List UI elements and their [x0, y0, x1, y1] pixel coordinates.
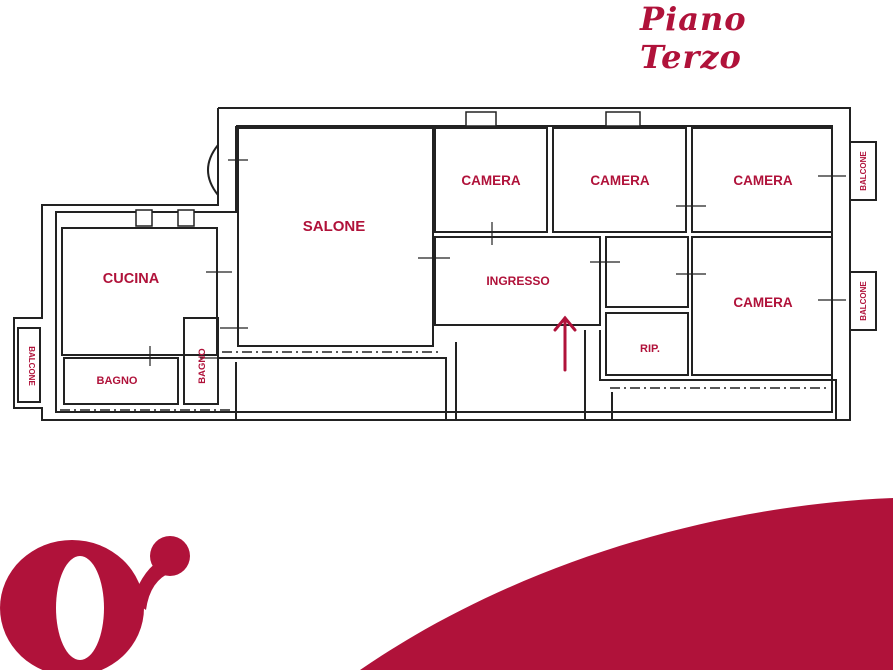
room-label-camera-1: CAMERA: [461, 173, 520, 188]
walls: [13, 107, 877, 421]
wall-salone: [237, 127, 434, 347]
dashed-lines: [60, 351, 830, 411]
room-label-ingresso: INGRESSO: [486, 274, 549, 288]
wall-balcone-left: [17, 327, 41, 403]
wall-lower-right: [599, 330, 837, 420]
windows: [135, 111, 641, 227]
room-label-rip: RIP.: [640, 343, 660, 355]
page-title: Piano Terzo: [640, 0, 747, 76]
entrance-arrow-icon: [553, 315, 577, 372]
room-label-balcone-right-top: BALCONE: [859, 151, 868, 191]
room-label-balcone-left: BALCONE: [27, 346, 36, 386]
wall-cucina: [61, 227, 218, 356]
room-label-camera-3: CAMERA: [733, 173, 792, 188]
wall-camera-4: [691, 236, 833, 376]
room-label-camera-4: CAMERA: [733, 295, 792, 310]
wall-disimpegno: [605, 236, 689, 308]
wall-corridor: [218, 357, 447, 420]
door-markers: [149, 159, 846, 366]
bay-window: [207, 144, 219, 196]
wall-balcone-right-bottom: [849, 271, 877, 331]
outer-wall-inner: [55, 125, 833, 413]
room-label-salone: SALONE: [303, 218, 366, 235]
wall-camera-1: [434, 127, 548, 233]
wall-bagno-2: [183, 317, 219, 405]
room-label-bagno-1: BAGNO: [97, 375, 138, 387]
wall-camera-3: [691, 127, 833, 233]
wall-rip: [605, 312, 689, 376]
room-label-camera-2: CAMERA: [590, 173, 649, 188]
wall-camera-2: [552, 127, 687, 233]
room-label-cucina: CUCINA: [103, 271, 160, 287]
decorative-curve: [360, 498, 893, 670]
wall-bagno-1: [63, 357, 179, 405]
wall-balcone-right-top: [849, 141, 877, 201]
agency-logo-icon: [0, 536, 190, 670]
room-label-bagno-2: BAGNO: [197, 348, 208, 383]
room-label-balcone-right-bottom: BALCONE: [859, 281, 868, 321]
wall-ingresso: [434, 236, 601, 326]
